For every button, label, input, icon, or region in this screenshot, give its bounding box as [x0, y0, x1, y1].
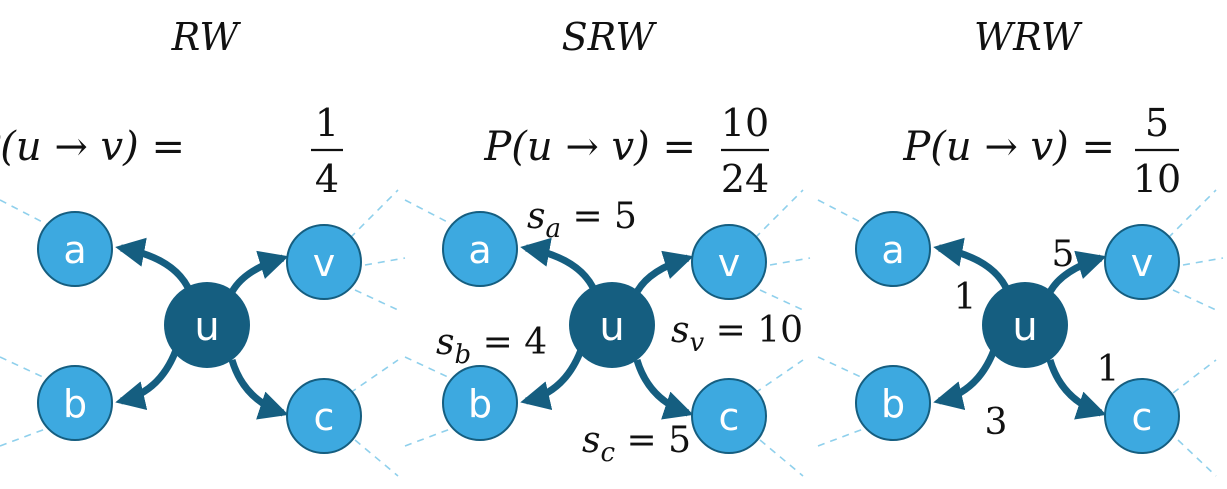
node-c: c [286, 378, 362, 454]
node-a: a [855, 211, 931, 287]
panel-rw: RW P(u → v) = 1 4 a [0, 15, 406, 477]
panel-title: SRW [562, 15, 658, 59]
svg-text:a: a [63, 228, 86, 272]
arrow-u-to-a [520, 237, 599, 294]
node-c: c [1104, 378, 1180, 454]
node-a: a [37, 211, 113, 287]
arrow-u-to-b [933, 348, 998, 411]
node-v: v [1104, 224, 1180, 300]
arrow-u-to-b [115, 348, 180, 411]
hub-node-u: u [982, 282, 1068, 368]
arrow-u-to-b [520, 348, 585, 411]
node-v: v [691, 224, 767, 300]
arrow-u-to-v [1046, 250, 1107, 294]
probability-lhs: P(u → v) = [902, 124, 1115, 170]
arrow-u-to-a [933, 237, 1012, 294]
svg-text:u: u [599, 304, 624, 350]
hub-node-u: u [164, 282, 250, 368]
arrow-u-to-c [1046, 358, 1107, 420]
strength-label-b: sb = 4 [436, 322, 547, 370]
edge-weight-u-v: 5 [1052, 234, 1075, 275]
probability-numerator: 5 [1145, 101, 1169, 145]
edge-weight-u-b: 3 [985, 402, 1008, 443]
node-a: a [442, 211, 518, 287]
svg-text:b: b [468, 382, 492, 426]
probability-denominator: 4 [315, 157, 339, 201]
strength-label-a: sa = 5 [527, 196, 637, 244]
dashed-edges [817, 189, 1224, 477]
svg-text:u: u [1012, 304, 1037, 350]
svg-text:u: u [194, 304, 219, 350]
node-b: b [37, 365, 113, 441]
panel-title: RW [171, 15, 242, 59]
svg-text:a: a [881, 228, 904, 272]
dashed-edges [404, 189, 811, 477]
dashed-edges [0, 189, 406, 477]
node-b: b [855, 365, 931, 441]
node-c: c [691, 378, 767, 454]
arrow-u-to-v [228, 250, 289, 294]
walk-arrows [520, 237, 694, 420]
edge-weight-u-a: 1 [954, 277, 977, 318]
walk-arrows [933, 237, 1107, 420]
node-v: v [286, 224, 362, 300]
probability-lhs: P(u → v) = [0, 124, 185, 170]
panel-title: WRW [974, 15, 1083, 59]
hub-node-u: u [569, 282, 655, 368]
strength-label-v: sv = 10 [671, 310, 803, 358]
svg-text:a: a [468, 228, 491, 272]
walk-arrows [115, 237, 289, 420]
svg-text:c: c [314, 395, 335, 439]
node-b: b [442, 365, 518, 441]
strength-label-c: sc = 5 [582, 420, 691, 468]
arrow-u-to-v [633, 250, 694, 294]
probability-numerator: 10 [721, 101, 769, 145]
svg-text:b: b [881, 382, 905, 426]
probability-denominator: 10 [1133, 157, 1181, 201]
arrow-u-to-c [633, 358, 694, 420]
panel-wrw: WRW P(u → v) = 5 10 a b [817, 15, 1224, 477]
arrow-u-to-c [228, 358, 289, 420]
arrow-u-to-a [115, 237, 194, 294]
probability-lhs: P(u → v) = [483, 124, 696, 170]
svg-text:c: c [719, 395, 740, 439]
svg-text:b: b [63, 382, 87, 426]
probability-denominator: 24 [721, 157, 769, 201]
probability-numerator: 1 [315, 101, 339, 145]
svg-text:v: v [1131, 241, 1154, 285]
svg-text:v: v [313, 241, 336, 285]
panel-srw: SRW P(u → v) = 10 24 a b [404, 15, 811, 477]
edge-weight-u-c: 1 [1097, 349, 1120, 390]
svg-text:v: v [718, 241, 741, 285]
svg-text:c: c [1132, 395, 1153, 439]
